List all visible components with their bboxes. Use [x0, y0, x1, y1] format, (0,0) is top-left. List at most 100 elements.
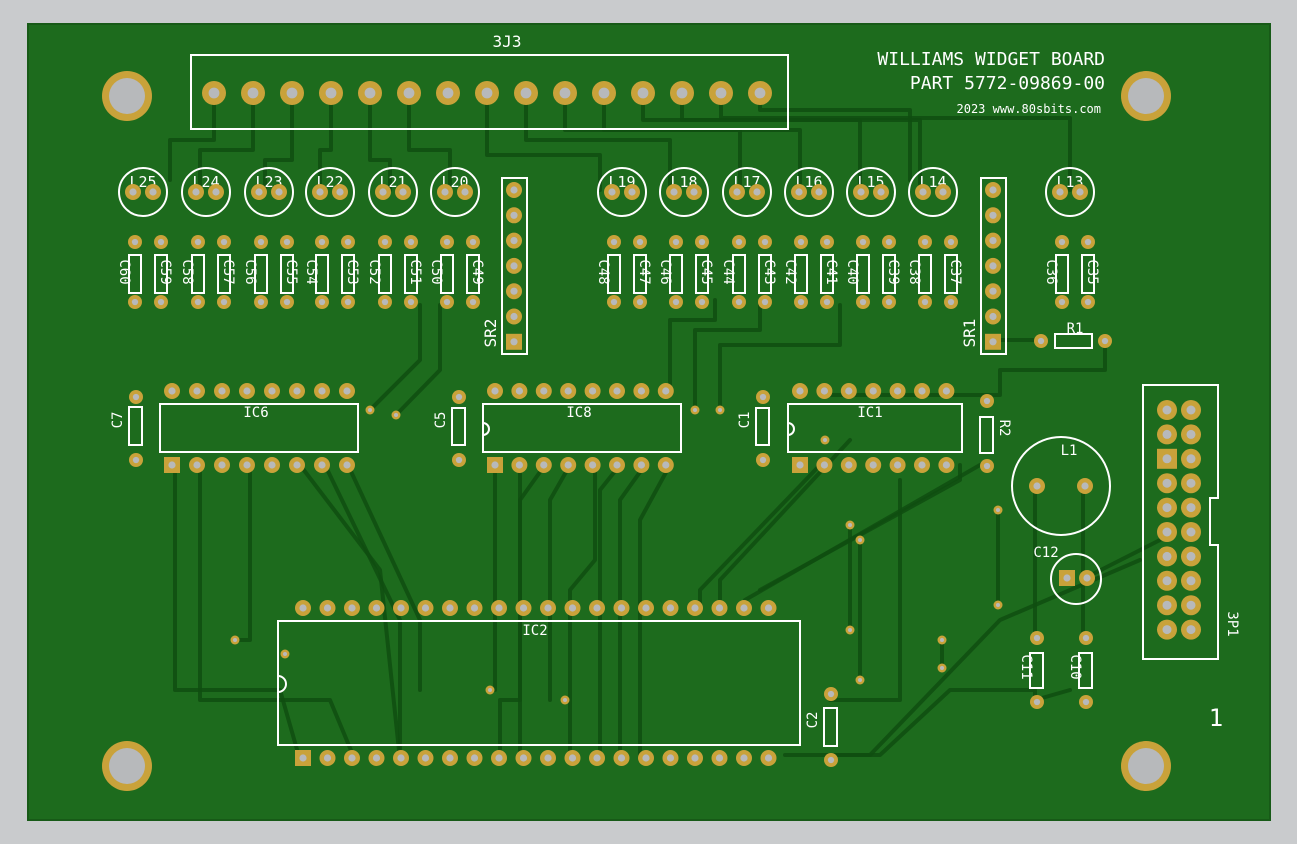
- capacitor-pad: [128, 235, 142, 249]
- mounting-hole-drill: [109, 78, 145, 114]
- pad-drill-hole: [510, 186, 518, 194]
- ic-pin: [687, 600, 703, 616]
- via: [820, 435, 830, 445]
- ic-pin: [511, 383, 528, 399]
- small-capacitor-pad: [1030, 631, 1044, 645]
- ic-pin: [295, 750, 311, 766]
- connector-3j3-pin: [748, 81, 772, 105]
- led-outline: [597, 167, 647, 217]
- led-outline: [305, 167, 355, 217]
- via: [391, 410, 401, 420]
- r1-body: [1054, 333, 1093, 349]
- ic-ic6: IC6: [159, 383, 359, 473]
- pad-drill-hole: [823, 298, 831, 306]
- capacitor: C52: [366, 235, 392, 309]
- pad-drill-hole: [637, 387, 646, 395]
- trace: [693, 303, 762, 412]
- capacitor-pad: [440, 295, 454, 309]
- connector-3j3-pin: [631, 81, 655, 105]
- ic-pin: [609, 457, 625, 473]
- led: L24: [181, 167, 231, 217]
- small-capacitor-pad: [452, 453, 466, 467]
- ic-pin: [613, 750, 630, 766]
- capacitor: C38: [906, 235, 932, 309]
- pad-drill-hole: [869, 461, 877, 469]
- capacitor: C60: [116, 235, 142, 309]
- trace: [524, 91, 672, 192]
- ic-pin: [711, 750, 728, 766]
- resistor-r1: R1: [1054, 321, 1093, 349]
- pad-drill-hole: [540, 387, 548, 395]
- pad-drill-hole: [715, 754, 724, 762]
- capacitor-body: [695, 254, 709, 294]
- pad-drill-hole: [469, 238, 477, 246]
- capacitor: C42: [782, 235, 808, 309]
- via-hole: [368, 408, 372, 412]
- capacitor-label: C38: [906, 259, 922, 284]
- pad-drill-hole: [947, 298, 955, 306]
- c12-label: C12: [1033, 545, 1058, 561]
- capacitor-pad: [1055, 295, 1069, 309]
- resistor-network-pin: [985, 308, 1001, 325]
- ic-pin: [657, 383, 674, 399]
- capacitor-body: [820, 254, 834, 294]
- ic-pin: [319, 750, 336, 766]
- pad-drill-hole: [918, 461, 926, 469]
- pad-drill-hole: [168, 461, 176, 469]
- led: L13: [1045, 167, 1095, 217]
- capacitor-label: C55: [283, 259, 299, 284]
- capacitor-pad: [378, 235, 392, 249]
- capacitor: C47: [633, 235, 652, 309]
- pad-drill-hole: [255, 188, 263, 196]
- capacitor: C40: [844, 235, 870, 309]
- pad-drill-hole: [544, 754, 552, 762]
- capacitor-body: [944, 254, 958, 294]
- pad-drill-hole: [617, 604, 626, 612]
- pad-drill-hole: [283, 298, 291, 306]
- pad-drill-hole: [421, 604, 430, 612]
- pad-drill-hole: [510, 338, 518, 346]
- capacitor-body: [882, 254, 896, 294]
- pad-drill-hole: [610, 238, 618, 246]
- led-pad: [437, 184, 453, 200]
- resistor-network-pin: [985, 182, 1001, 198]
- capacitor: C53: [341, 235, 360, 309]
- ic-ic8: IC8: [482, 383, 682, 473]
- capacitor-label: C49: [469, 259, 485, 284]
- pad-drill-hole: [1162, 478, 1172, 488]
- pad-drill-hole: [735, 238, 743, 246]
- ic-pin: [865, 383, 882, 399]
- pad-drill-hole: [208, 87, 220, 99]
- pad-drill-hole: [421, 754, 430, 762]
- capacitor-label: C54: [303, 259, 319, 284]
- connector-3p1-pin: [1181, 619, 1201, 640]
- ic-pin: [711, 600, 728, 616]
- capacitor-pad: [466, 295, 480, 309]
- via-hole: [940, 666, 944, 670]
- small-capacitor-pad: [824, 687, 838, 701]
- connector-3p1-pin: [1157, 497, 1177, 518]
- capacitor-pad: [732, 235, 746, 249]
- ic-pin: [393, 600, 409, 616]
- resistor-network-pin: [506, 257, 522, 274]
- via-hole: [488, 688, 492, 692]
- ic-pin: [466, 750, 483, 766]
- capacitor-body: [341, 254, 355, 294]
- connector-3j3-pin: [436, 81, 460, 105]
- connector-3p1-label: 3P1: [1224, 611, 1240, 636]
- pad-drill-hole: [636, 298, 644, 306]
- connector-3p1-pin: [1157, 595, 1177, 616]
- led-outline: [118, 167, 168, 217]
- trace: [598, 463, 622, 762]
- ic1-notch: [787, 422, 795, 436]
- pad-drill-hole: [379, 188, 387, 196]
- resistor-network-pin: [506, 283, 522, 300]
- pad-drill-hole: [1186, 454, 1196, 464]
- small-capacitor-label: C11: [1018, 654, 1034, 679]
- pad-drill-hole: [323, 604, 332, 612]
- pad-drill-hole: [1162, 429, 1172, 439]
- ic8-outline: [482, 403, 682, 453]
- ic-pin: [564, 600, 581, 616]
- led-pad: [686, 184, 702, 200]
